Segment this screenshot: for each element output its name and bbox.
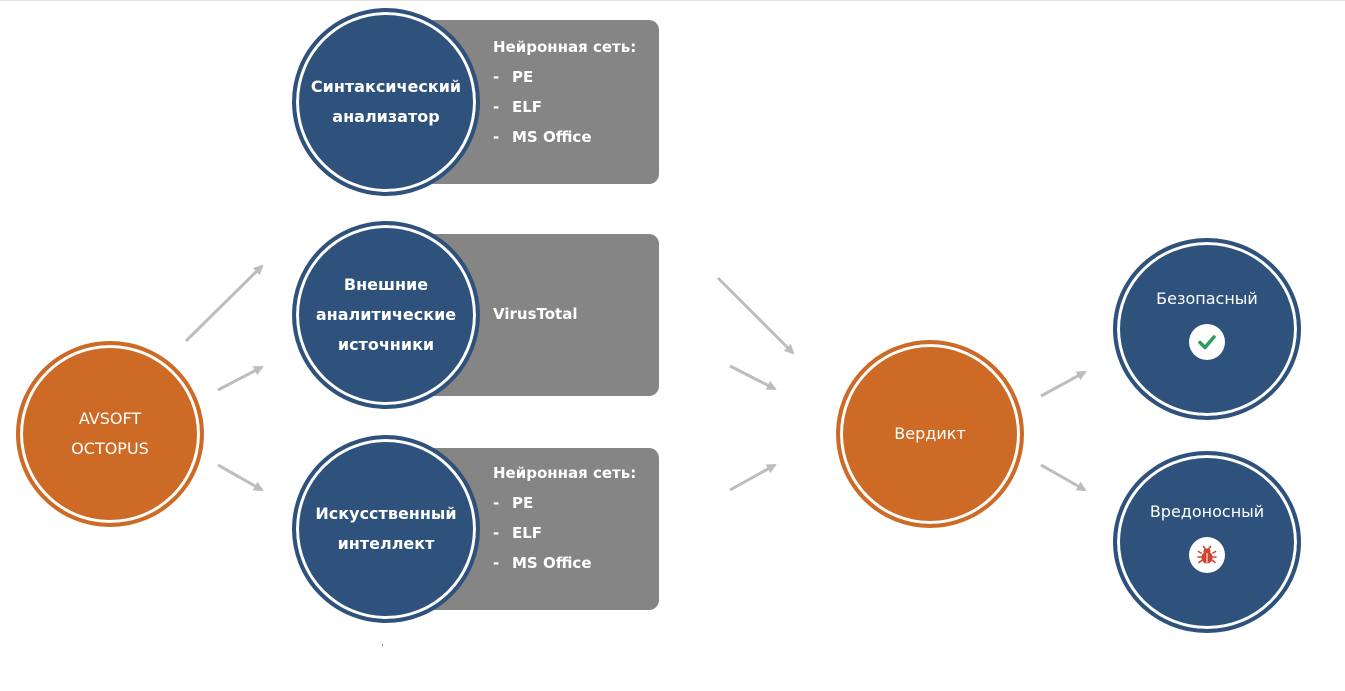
safe-label: Безопасный <box>1156 289 1258 308</box>
list-item: -MS Office <box>493 554 592 572</box>
arrow-verdict-to-safe <box>1040 370 1087 398</box>
list-item: -ELF <box>493 524 543 542</box>
arrow-source-to-external <box>217 365 264 392</box>
external-card-title: VirusTotal <box>493 305 578 323</box>
external-node: Внешние аналитические источники <box>292 221 480 409</box>
external-label: Внешние аналитические источники <box>315 275 457 354</box>
list-item: -PE <box>493 68 534 86</box>
parser-card-title: Нейронная сеть: <box>493 38 637 56</box>
verdict-label: Вердикт <box>894 424 966 443</box>
stray-mark <box>382 644 383 646</box>
top-divider <box>0 0 1345 1</box>
list-item: -PE <box>493 494 534 512</box>
ai-label: Искусственный интеллект <box>315 504 457 553</box>
ai-node: Искусственный интеллект <box>292 435 480 623</box>
source-label: AVSOFT OCTOPUS <box>71 409 149 458</box>
arrow-source-to-parser <box>184 264 264 343</box>
list-item: -ELF <box>493 98 543 116</box>
malicious-node: Вредоносный <box>1113 451 1301 633</box>
arrow-parser-to-verdict <box>716 276 795 355</box>
source-node: AVSOFT OCTOPUS <box>16 341 204 527</box>
arrow-ai-to-verdict <box>729 463 777 492</box>
ai-card-list: -PE -ELF -MS Office <box>493 494 659 572</box>
parser-label: Синтаксический анализатор <box>310 77 462 126</box>
parser-node: Синтаксический анализатор <box>292 8 480 196</box>
list-item: -MS Office <box>493 128 592 146</box>
safe-node: Безопасный <box>1113 238 1301 420</box>
ai-card-title: Нейронная сеть: <box>493 464 637 482</box>
verdict-node: Вердикт <box>836 340 1024 528</box>
bug-icon <box>1189 537 1225 573</box>
arrow-verdict-to-malicious <box>1040 463 1087 492</box>
arrow-external-to-verdict <box>729 364 777 391</box>
malicious-label: Вредоносный <box>1149 502 1265 521</box>
arrow-source-to-ai <box>217 463 264 492</box>
check-icon <box>1189 324 1225 360</box>
parser-card-list: -PE -ELF -MS Office <box>493 68 659 146</box>
